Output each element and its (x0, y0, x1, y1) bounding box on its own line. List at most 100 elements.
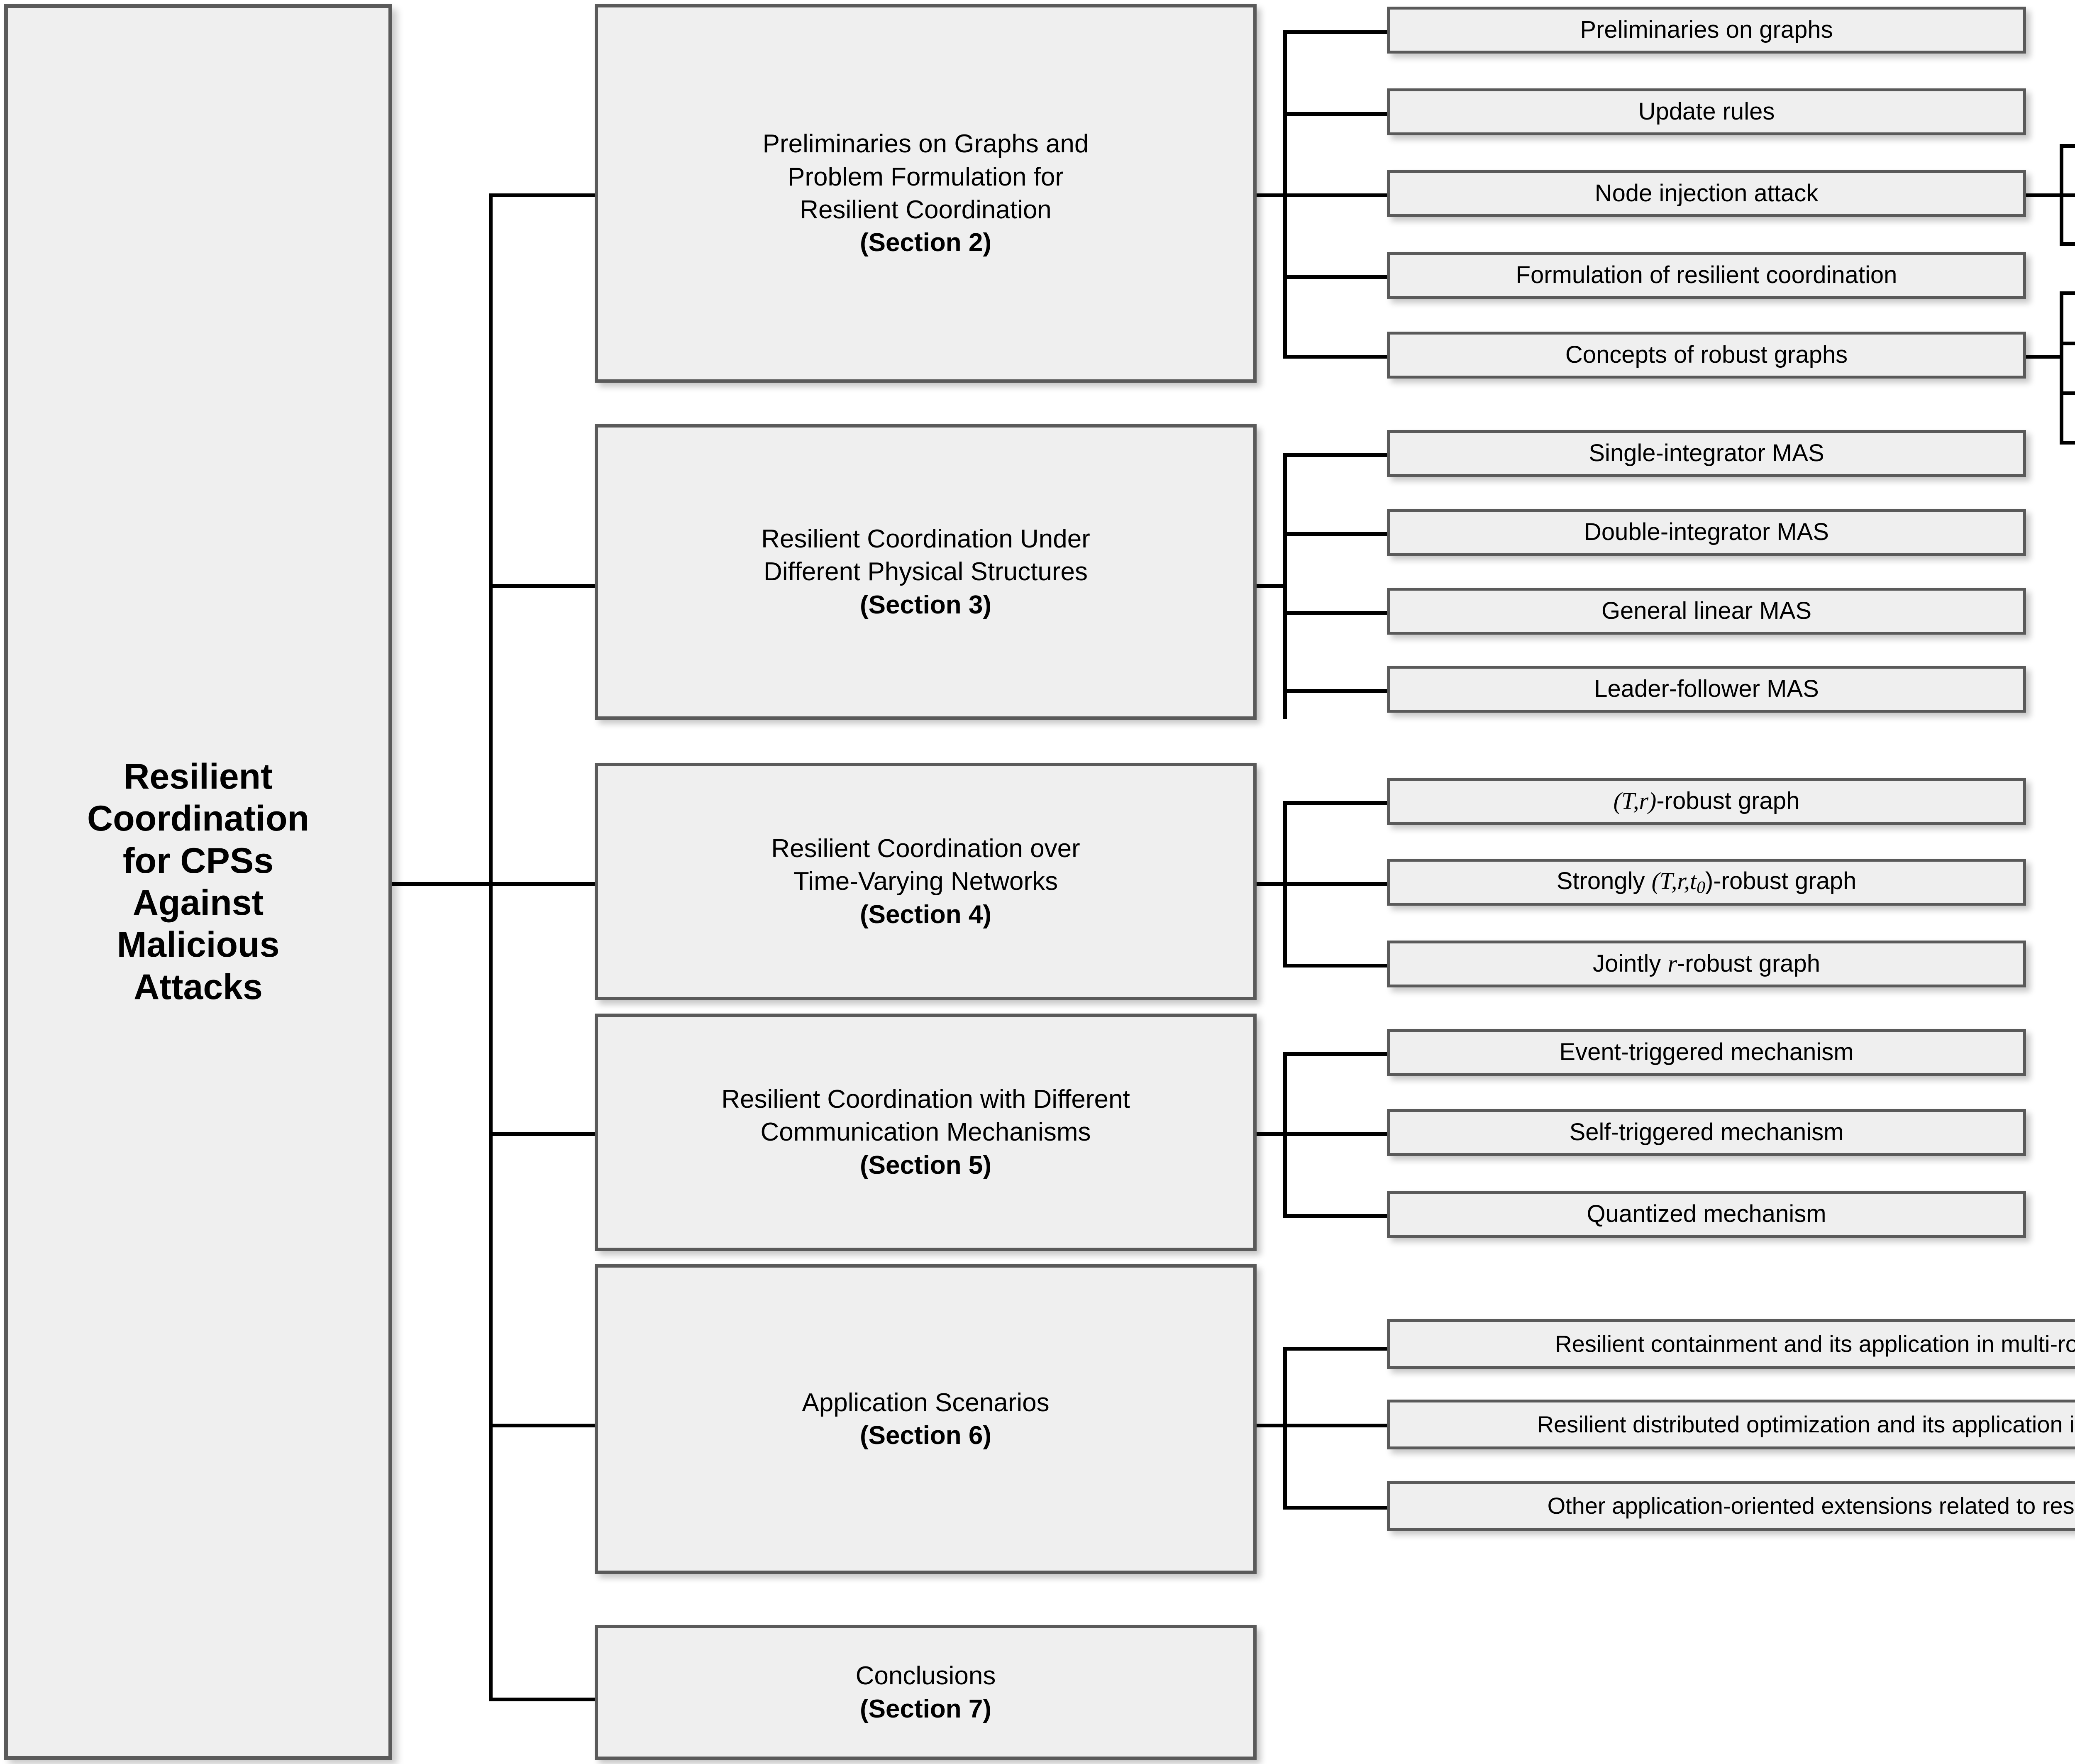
connector-section-5-child-2 (1283, 1132, 1387, 1136)
section-node-5[interactable]: Resilient Coordination with Different Co… (595, 1014, 1257, 1251)
subnode-update-rules[interactable]: Update rules (1387, 88, 2026, 135)
subnode-label: Single-integrator MAS (1589, 440, 1824, 467)
label-rest: -robust graph (1656, 787, 1800, 815)
subnode-label: Update rules (1638, 98, 1775, 125)
subnode-quantized-mechanism[interactable]: Quantized mechanism (1387, 1191, 2026, 1238)
connector-section-2-child-4 (1283, 275, 1387, 279)
connector-section-2-stem (1254, 193, 1286, 197)
subnode-label: Concepts of robust graphs (1565, 341, 1848, 369)
connector-section-5-child-1 (1283, 1052, 1387, 1056)
subnode-label: Event-triggered mechanism (1559, 1038, 1854, 1066)
subnode-label: General linear MAS (1601, 597, 1812, 625)
section-5-line-2: Communication Mechanisms (760, 1118, 1091, 1147)
connector-section-4-stem (1254, 882, 1286, 886)
section-2-line-1: Preliminaries on Graphs and (762, 129, 1089, 159)
root-node[interactable]: Resilient Coordination for CPSs Against … (4, 4, 392, 1760)
root-line-2: Coordination (87, 799, 310, 839)
connector-section-6-child-1 (1283, 1347, 1387, 1351)
connector-robust-graphs-child-3 (2060, 391, 2075, 395)
subnode-label: Formulation of resilient coordination (1516, 261, 1897, 289)
connector-node-injection-child-2 (2060, 193, 2075, 197)
connector-section-2-child-1 (1283, 30, 1387, 34)
section-4-number: (Section 4) (860, 900, 991, 929)
root-line-4: Against (132, 883, 264, 923)
subnode-double-integrator-mas[interactable]: Double-integrator MAS (1387, 509, 2026, 556)
math-subscript: 0 (1697, 877, 1705, 897)
connector-trunk-to-section-3 (489, 584, 595, 588)
section-node-3-label: Resilient Coordination Under Different P… (761, 523, 1090, 621)
subnode-label: (T,r)-robust graph (1614, 786, 1800, 816)
subnode-resilient-distributed-optimization[interactable]: Resilient distributed optimization and i… (1387, 1400, 2075, 1449)
connector-section-2-child-5 (1283, 355, 1387, 359)
math-symbol: r (1667, 950, 1677, 977)
connector-node-injection-stem (2025, 193, 2063, 197)
subnode-leader-follower-mas[interactable]: Leader-follower MAS (1387, 666, 2026, 713)
connector-robust-graphs-child-2 (2060, 342, 2075, 345)
connector-section-3-child-3 (1283, 611, 1387, 615)
subnode-concepts-of-robust-graphs[interactable]: Concepts of robust graphs (1387, 332, 2026, 379)
root-line-5: Malicious (117, 925, 280, 965)
subnode-label: Self-triggered mechanism (1569, 1119, 1844, 1146)
section-5-number: (Section 5) (860, 1151, 991, 1180)
section-node-4[interactable]: Resilient Coordination over Time-Varying… (595, 763, 1257, 1000)
connector-section-3-child-2 (1283, 532, 1387, 536)
connector-node-injection-child-3 (2060, 242, 2075, 246)
subnode-label: Resilient containment and its applicatio… (1555, 1331, 2075, 1357)
subnode-resilient-containment[interactable]: Resilient containment and its applicatio… (1387, 1319, 2075, 1369)
subnode-event-triggered-mechanism[interactable]: Event-triggered mechanism (1387, 1029, 2026, 1076)
section-node-7[interactable]: Conclusions (Section 7) (595, 1625, 1257, 1760)
section-5-line-1: Resilient Coordination with Different (721, 1085, 1130, 1114)
connector-section-4-child-2 (1283, 882, 1387, 886)
subnode-jointly-r-robust-graph[interactable]: Jointly r-robust graph (1387, 941, 2026, 987)
section-3-line-2: Different Physical Structures (763, 557, 1088, 586)
subnode-single-integrator-mas[interactable]: Single-integrator MAS (1387, 430, 2026, 477)
connector-trunk-to-section-6 (489, 1424, 595, 1427)
section-node-5-label: Resilient Coordination with Different Co… (721, 1083, 1130, 1182)
connector-section-5-child-3 (1283, 1214, 1387, 1218)
subnode-formulation-of-resilient-coordination[interactable]: Formulation of resilient coordination (1387, 252, 2026, 299)
subnode-strongly-trt0-robust-graph[interactable]: Strongly (T,r,t0)-robust graph (1387, 859, 2026, 906)
root-node-label: Resilient Coordination for CPSs Against … (87, 756, 309, 1009)
subnode-label: Strongly (T,r,t0)-robust graph (1557, 866, 1857, 899)
connector-section-3-bus (1283, 453, 1287, 719)
section-node-2[interactable]: Preliminaries on Graphs and Problem Form… (595, 4, 1257, 383)
connector-root-to-trunk (392, 882, 492, 886)
connector-node-injection-child-1 (2060, 144, 2075, 148)
section-3-number: (Section 3) (860, 590, 991, 619)
subnode-tr-robust-graph[interactable]: (T,r)-robust graph (1387, 778, 2026, 825)
label-pre: Jointly (1592, 950, 1668, 977)
connector-section-3-stem (1254, 584, 1286, 588)
math-symbol: (T,r,t (1651, 867, 1697, 894)
section-node-7-label: Conclusions (Section 7) (856, 1659, 996, 1725)
subnode-self-triggered-mechanism[interactable]: Self-triggered mechanism (1387, 1109, 2026, 1156)
section-node-4-label: Resilient Coordination over Time-Varying… (771, 832, 1080, 931)
root-line-6: Attacks (134, 967, 263, 1007)
connector-robust-graphs-child-1 (2060, 291, 2075, 295)
section-node-3[interactable]: Resilient Coordination Under Different P… (595, 424, 1257, 720)
section-4-line-2: Time-Varying Networks (793, 867, 1058, 896)
connector-trunk-to-section-7 (489, 1698, 595, 1701)
subnode-label: Jointly r-robust graph (1593, 948, 1820, 979)
connector-section-6-child-3 (1283, 1506, 1387, 1510)
section-2-number: (Section 2) (860, 228, 991, 257)
connector-section-6-stem (1254, 1424, 1286, 1427)
connector-trunk-to-section-2 (489, 193, 595, 197)
subnode-general-linear-mas[interactable]: General linear MAS (1387, 588, 2026, 635)
connector-section-4-child-1 (1283, 801, 1387, 805)
section-6-line-1: Application Scenarios (802, 1388, 1050, 1417)
label-pre: Strongly (1556, 867, 1652, 894)
subnode-other-application-oriented-extensions[interactable]: Other application-oriented extensions re… (1387, 1481, 2075, 1531)
connector-robust-graphs-child-4 (2060, 441, 2075, 445)
connector-section-2-child-2 (1283, 112, 1387, 116)
section-node-6[interactable]: Application Scenarios (Section 6) (595, 1264, 1257, 1574)
subnode-preliminaries-on-graphs[interactable]: Preliminaries on graphs (1387, 7, 2026, 54)
connector-robust-graphs-bus (2060, 291, 2063, 443)
subnode-node-injection-attack[interactable]: Node injection attack (1387, 170, 2026, 217)
connector-section-4-child-3 (1283, 964, 1387, 968)
section-7-number: (Section 7) (860, 1694, 991, 1723)
subnode-label: Preliminaries on graphs (1580, 16, 1833, 44)
section-6-number: (Section 6) (860, 1421, 991, 1450)
section-node-6-label: Application Scenarios (Section 6) (802, 1386, 1049, 1452)
math-symbol: (T,r) (1613, 787, 1657, 815)
connector-section-3-child-1 (1283, 453, 1387, 457)
